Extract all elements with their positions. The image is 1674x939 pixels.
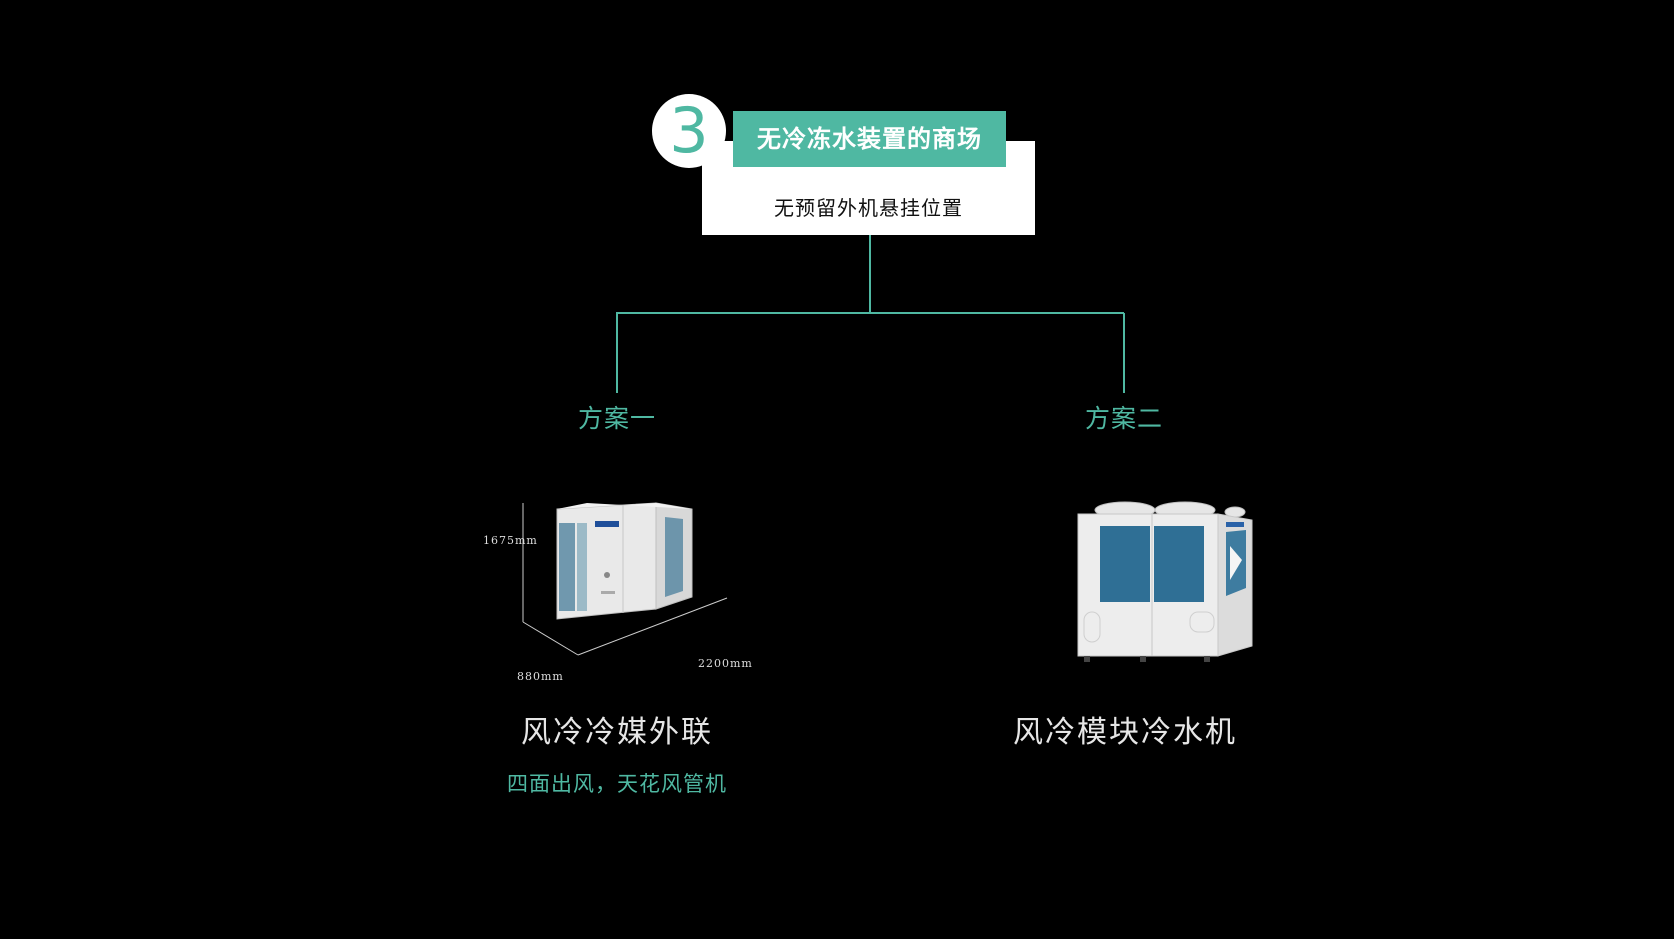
dimension-depth: 880mm (517, 670, 564, 683)
option-2-label: 方案二 (1084, 404, 1163, 433)
header-subtitle: 无预留外机悬挂位置 (774, 196, 963, 220)
step-number-badge: 3 (652, 94, 726, 168)
dimension-width: 2200mm (698, 657, 753, 670)
header-title: 无冷冻水装置的商场 (733, 111, 1006, 167)
option-1-label: 方案一 (577, 404, 656, 433)
chiller-unit-image (1077, 501, 1253, 662)
dimension-height: 1675mm (483, 534, 538, 547)
option-2-product-name: 风冷模块冷水机 (1013, 715, 1237, 750)
vrf-outdoor-unit-image (522, 502, 728, 656)
option-1-note: 四面出风，天花风管机 (507, 772, 727, 796)
option-1-product-name: 风冷冷媒外联 (521, 715, 713, 750)
